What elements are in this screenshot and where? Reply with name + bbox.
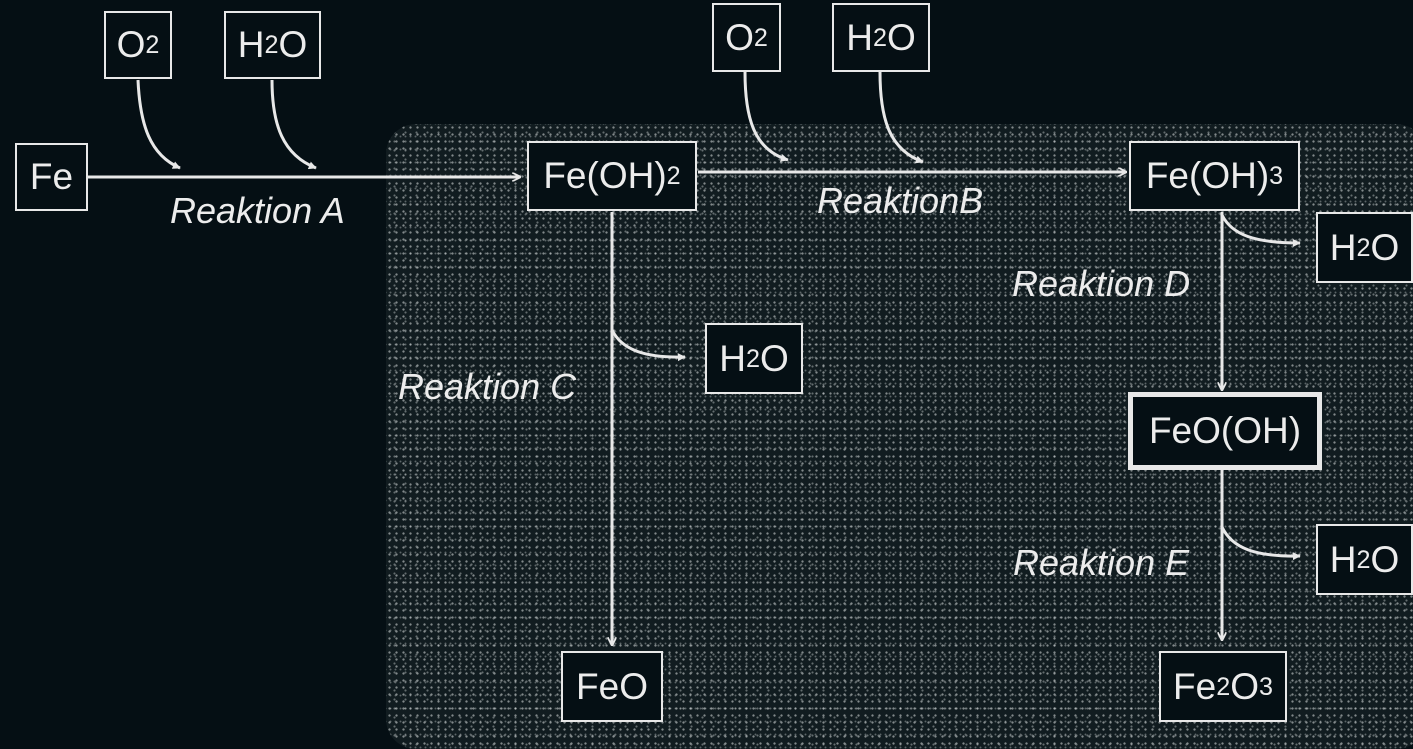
- arrow-o2-a-in: [136, 79, 181, 170]
- arrow-h2o-d-out: [1220, 214, 1301, 247]
- arrow-h2o-e-out: [1220, 526, 1301, 561]
- label-reaktion-b: ReaktionB: [817, 180, 984, 221]
- arrow-h2o-b-in: [878, 71, 924, 164]
- arrow-h2o-a-in: [270, 79, 317, 170]
- label-reaktion-c: Reaktion C: [398, 366, 577, 407]
- label-reaktion-d: Reaktion D: [1012, 263, 1191, 304]
- node-feo-oh: FeO(OH): [1128, 392, 1322, 470]
- node-feo: FeO: [561, 651, 663, 722]
- node-fe-oh-3: Fe(OH)3: [1129, 141, 1300, 211]
- label-reaktion-e: Reaktion E: [1013, 542, 1190, 583]
- node-fe-oh-2: Fe(OH)2: [527, 141, 697, 211]
- arrow-o2-b-in: [743, 71, 789, 162]
- node-fe: Fe: [15, 143, 88, 211]
- label-reaktion-a: Reaktion A: [170, 190, 345, 231]
- arrow-h2o-c-out: [610, 329, 686, 362]
